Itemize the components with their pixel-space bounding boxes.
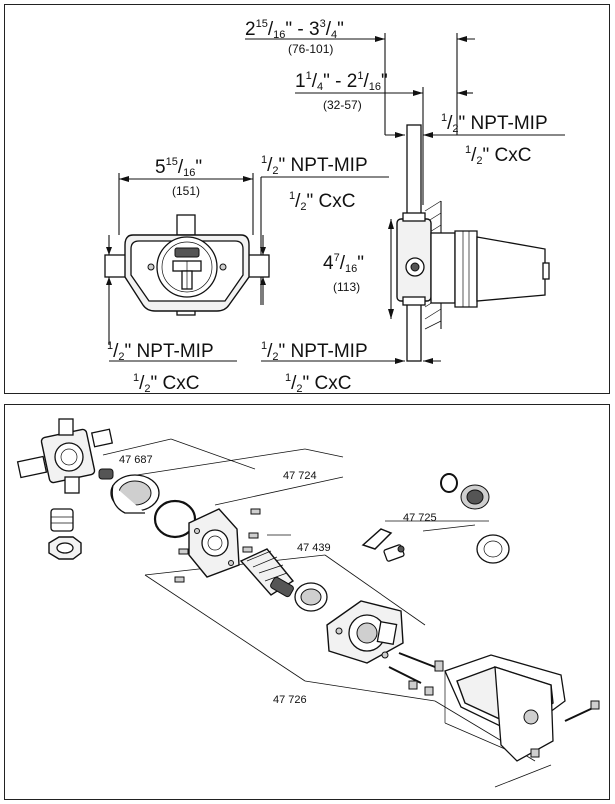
part-label-47439: 47 439 [297,542,331,554]
conn-mc-cxc: " CxC [307,191,356,212]
conn-bl-cxc: " CxC [151,373,200,394]
housing-small-screw [530,748,540,758]
nipple-fitting [50,508,74,532]
svg-text:1/2" CxC: 1/2" CxC [285,372,352,395]
screw-set [174,508,261,583]
svg-text:215/16" - 33/4": 215/16" - 33/4" [245,18,344,41]
dim-fl-whole-a: 1 [295,71,306,92]
knob-insert [460,484,490,510]
dim-body-width-mm: (151) [172,184,200,198]
svg-text:1/2" CxC: 1/2" CxC [289,190,356,213]
dim-fl-den-b: 16 [369,81,381,93]
long-screws [388,652,444,696]
dim-io-mm: (76-101) [288,42,333,56]
conn-mc-npt: " NPT-MIP [279,155,368,176]
valve-side-view [390,124,550,362]
adapter-ring [294,582,328,612]
housing-long-screw [564,700,600,722]
dim-fl-num-a: 1 [306,70,312,82]
exploded-parts-panel: 47 687 47 724 47 439 47 725 47 726 [4,404,610,800]
mounting-plate [188,508,240,578]
hex-nut [48,536,82,560]
handle-housing [444,654,566,762]
conn-label-bottom-left: 1/2" NPT-MIP 1/2" CxC [107,340,237,395]
conn-label-mid-center: 1/2" NPT-MIP 1/2" CxC [260,154,389,305]
dim-fl-den-a: 4 [317,81,323,93]
svg-text:1/2" CxC: 1/2" CxC [133,372,200,395]
conn-label-bottom-center: 1/2" NPT-MIP 1/2" CxC [261,340,441,395]
dim-io-sep: " - 3 [285,19,319,40]
knob-cap [476,534,510,564]
dim-width-flush: 11/4" - 21/16" (32-57) [295,70,473,205]
conn-bc-npt: " NPT-MIP [279,341,368,362]
conn-tr-cxc: " CxC [483,145,532,166]
dim-io-den-b: 4 [331,29,337,41]
dim-io-close: " [337,19,344,40]
conn-bl-npt: " NPT-MIP [125,341,214,362]
dim-body-width: 515/16" (151) [118,156,254,235]
dimension-drawing: 215/16" - 33/4" (76-101) 11/4" - 21/16" … [104,18,565,395]
cartridge-part [239,548,295,598]
part-label-47724: 47 724 [283,470,317,482]
part-label-47726: 47 726 [273,694,307,706]
dim-fl-sep: " - 2 [323,71,357,92]
dim-body-height-mm: (113) [333,280,360,294]
dimension-drawing-panel: 215/16" - 33/4" (76-101) 11/4" - 21/16" … [4,4,610,395]
dim-fl-num-b: 1 [357,70,363,82]
small-o-ring [440,473,458,493]
valve-body-part [16,418,114,494]
dim-body-height: 47/16" (113) [323,219,394,319]
svg-text:1/2" NPT-MIP: 1/2" NPT-MIP [261,340,368,363]
clip-part [361,528,393,550]
svg-text:11/4" - 21/16": 11/4" - 21/16" [295,70,388,93]
part-label-47725: 47 725 [403,512,437,524]
stop-part [383,544,405,562]
dim-io-num-b: 3 [320,18,326,30]
dim-io-whole-a: 2 [245,19,256,40]
o-ring [153,499,197,539]
trim-plate [326,600,404,664]
conn-label-top-right: 1/2" NPT-MIP 1/2" CxC [385,112,565,167]
svg-text:1/2" NPT-MIP: 1/2" NPT-MIP [261,154,368,177]
dim-io-den-a: 16 [273,29,285,41]
part-label-47687: 47 687 [119,454,153,466]
svg-text:515/16": 515/16" [155,156,202,179]
cap-ring-part [110,474,160,514]
conn-tr-npt: " NPT-MIP [459,113,548,134]
dim-width-inner-outer: 215/16" - 33/4" (76-101) [245,18,475,135]
conn-bc-cxc: " CxC [303,373,352,394]
svg-text:1/2" NPT-MIP: 1/2" NPT-MIP [107,340,214,363]
svg-text:1/2" NPT-MIP: 1/2" NPT-MIP [441,112,548,135]
dim-fl-mm: (32-57) [323,98,362,112]
svg-text:1/2" CxC: 1/2" CxC [465,144,532,167]
valve-front-view [104,214,270,345]
svg-text:47/16": 47/16" [323,252,364,275]
reference-lines [102,438,552,788]
exploded-parts-diagram: 47 687 47 724 47 439 47 725 47 726 [16,418,600,788]
dim-fl-close: " [381,71,388,92]
dim-io-num-a: 15 [256,18,268,30]
